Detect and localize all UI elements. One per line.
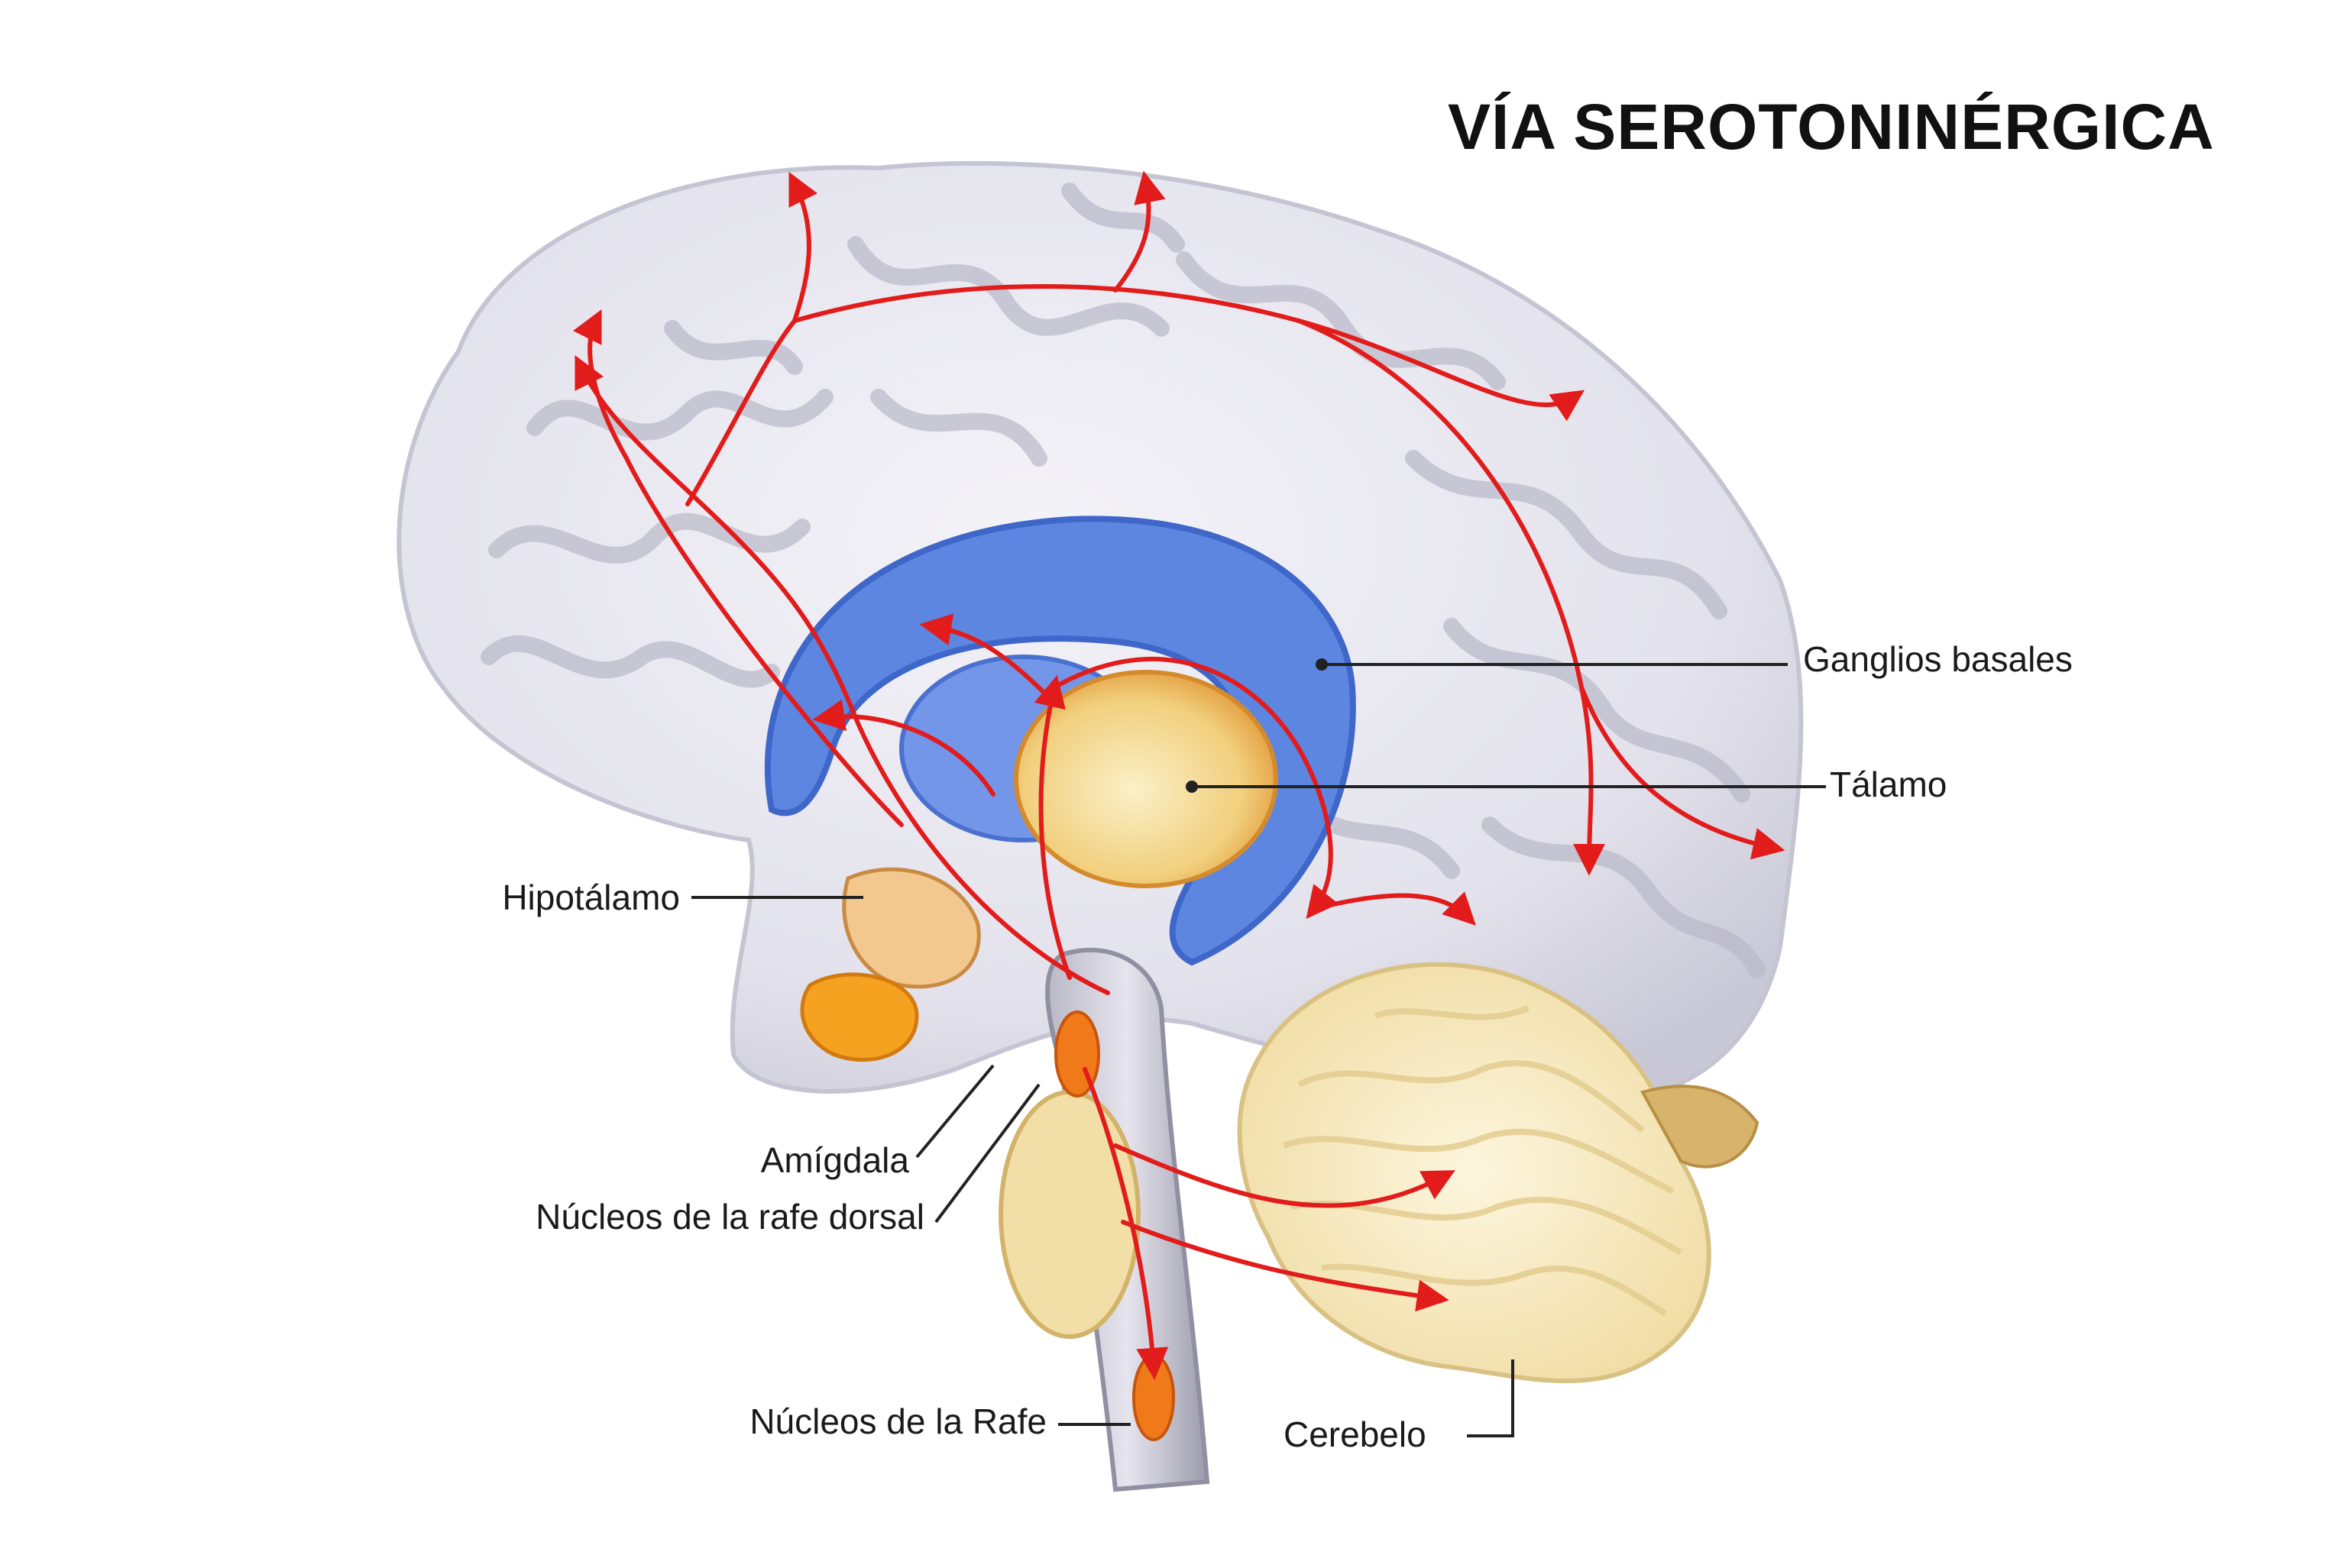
thalamus	[1014, 670, 1278, 888]
pons	[999, 1090, 1141, 1339]
label-amigdala: Amígdala	[760, 1140, 909, 1180]
label-ganglios-basales: Ganglios basales	[1803, 639, 2073, 679]
label-talamo: Tálamo	[1830, 765, 1947, 804]
label-nucleos-rafe: Núcleos de la Rafe	[749, 1402, 1047, 1441]
corpus-callosum	[764, 516, 1356, 966]
label-hipotalamo: Hipotálamo	[502, 878, 680, 917]
label-nucleos-rafe-dorsal: Núcleos de la rafe dorsal	[536, 1197, 924, 1237]
occipital-base	[1640, 1085, 1759, 1169]
label-cerebelo: Cerebelo	[1284, 1414, 1426, 1454]
hypothalamus	[842, 867, 981, 989]
diagram-title: VÍA SEROTONINÉRGICA	[1448, 91, 2215, 163]
leader-lines	[691, 658, 1826, 1437]
serotonergic-pathways	[572, 170, 1785, 1380]
amygdala	[800, 972, 919, 1062]
